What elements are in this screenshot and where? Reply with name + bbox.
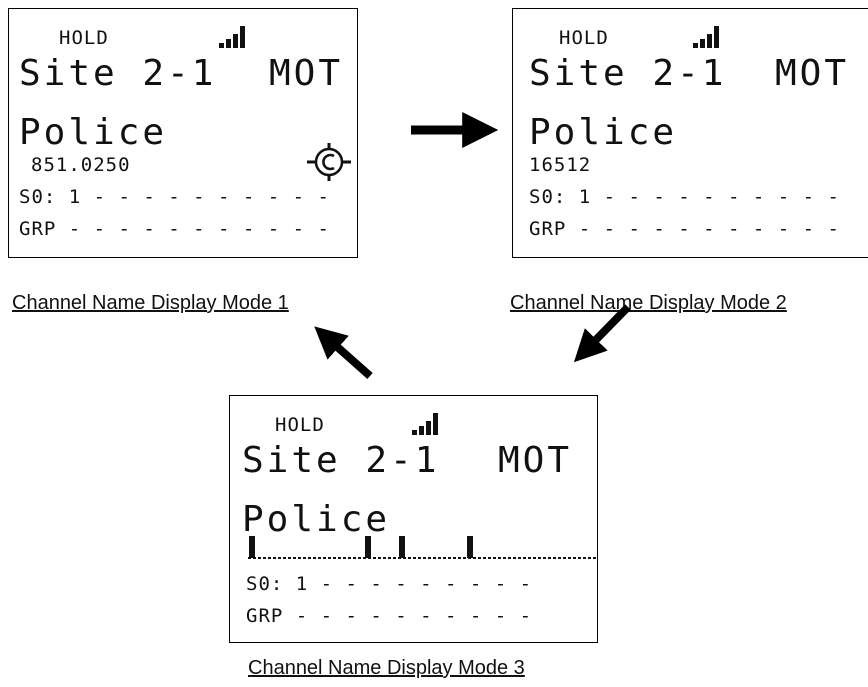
site-label: Site 2-1 bbox=[242, 440, 440, 481]
control-channel-icon bbox=[307, 143, 351, 181]
signal-strength-icon bbox=[412, 413, 444, 435]
frequency-label: 851.0250 bbox=[31, 154, 131, 176]
signal-strength-icon bbox=[219, 26, 251, 48]
caption-mode-1: Channel Name Display Mode 1 bbox=[12, 292, 289, 314]
group-line: GRP - - - - - - - - - - - bbox=[529, 218, 840, 240]
channel-name-label: Police bbox=[242, 499, 391, 540]
caption-mode-2: Channel Name Display Mode 2 bbox=[510, 292, 787, 314]
hold-status-label: HOLD bbox=[59, 27, 109, 49]
group-line: GRP - - - - - - - - - - - bbox=[19, 218, 330, 240]
system-type-label: MOT bbox=[269, 53, 344, 94]
arrow-up-left-icon bbox=[314, 326, 373, 379]
lcd-display-mode-1: HOLD Site 2-1 MOT Police 851.0250 S0: 1 … bbox=[8, 8, 358, 258]
lcd-display-mode-2: HOLD Site 2-1 MOT Police 16512 S0: 1 - -… bbox=[512, 8, 868, 258]
hold-status-label: HOLD bbox=[275, 414, 325, 436]
signal-pulse-bar bbox=[248, 536, 598, 559]
site-label: Site 2-1 bbox=[529, 53, 727, 94]
channel-name-label: Police bbox=[19, 112, 168, 153]
slot-line: S0: 1 - - - - - - - - - - bbox=[529, 186, 840, 208]
lcd-display-mode-3: HOLD Site 2-1 MOT Police S0: 1 - - - - -… bbox=[229, 395, 598, 643]
group-line: GRP - - - - - - - - - - bbox=[246, 605, 533, 627]
slot-line: S0: 1 - - - - - - - - - - bbox=[19, 186, 330, 208]
signal-strength-icon bbox=[693, 26, 725, 48]
channel-id-label: 16512 bbox=[529, 154, 592, 176]
system-type-label: MOT bbox=[498, 440, 573, 481]
hold-status-label: HOLD bbox=[559, 27, 609, 49]
slot-line: S0: 1 - - - - - - - - - bbox=[246, 573, 533, 595]
system-type-label: MOT bbox=[775, 53, 850, 94]
caption-mode-3: Channel Name Display Mode 3 bbox=[248, 657, 525, 679]
channel-name-label: Police bbox=[529, 112, 678, 153]
site-label: Site 2-1 bbox=[19, 53, 217, 94]
